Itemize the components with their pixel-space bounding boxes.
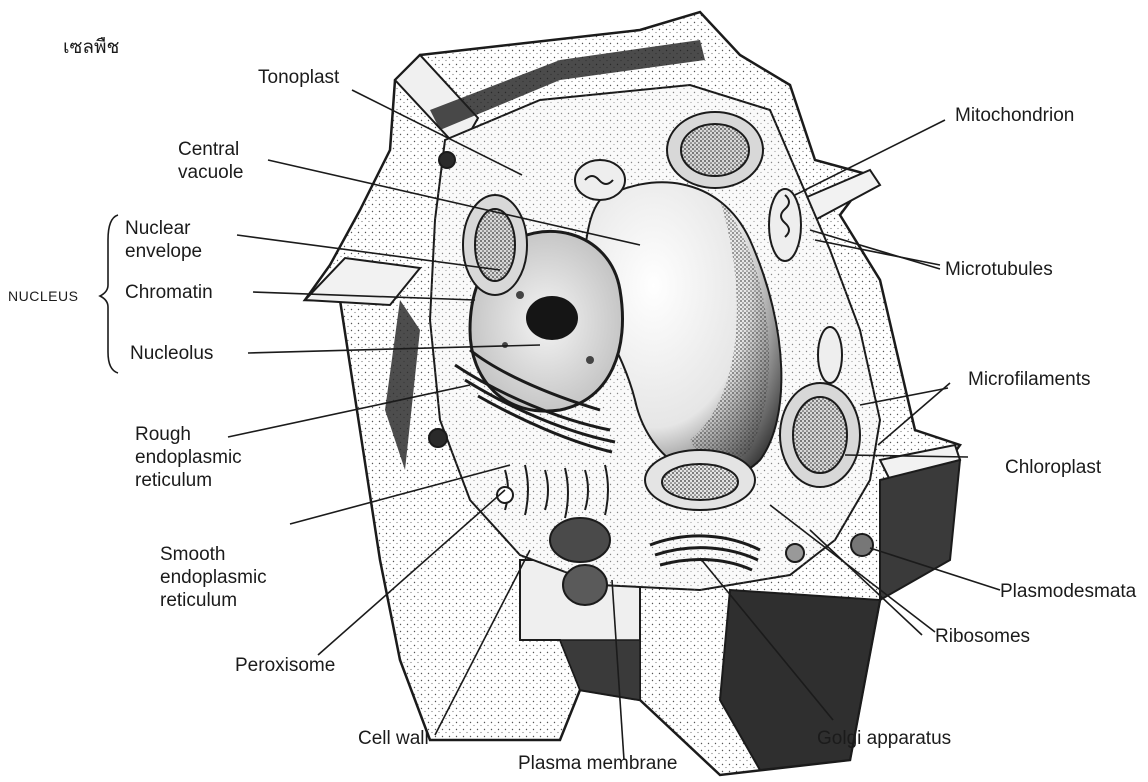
label-chromatin: Chromatin [125, 281, 213, 304]
label-tonoplast: Tonoplast [258, 66, 339, 89]
label-rough-er: Rough endoplasmic reticulum [135, 423, 242, 492]
label-microfilaments: Microfilaments [968, 368, 1090, 391]
label-golgi-apparatus: Golgi apparatus [817, 727, 951, 750]
label-mitochondrion: Mitochondrion [955, 104, 1074, 127]
label-plasmodesmata: Plasmodesmata [1000, 580, 1136, 603]
label-peroxisome: Peroxisome [235, 654, 335, 677]
label-microtubules: Microtubules [945, 258, 1053, 281]
label-plasma-membrane: Plasma membrane [518, 752, 677, 775]
label-nucleus-group: Nucleus [8, 285, 78, 308]
page-title: เซลพืช [63, 36, 119, 59]
label-nucleolus: Nucleolus [130, 342, 213, 365]
label-smooth-er: Smooth endoplasmic reticulum [160, 543, 267, 612]
label-central-vacuole: Central vacuole [178, 138, 244, 184]
label-chloroplast: Chloroplast [1005, 456, 1101, 479]
label-ribosomes: Ribosomes [935, 625, 1030, 648]
label-nuclear-envelope: Nuclear envelope [125, 217, 202, 263]
label-cell-wall: Cell wall [358, 727, 429, 750]
